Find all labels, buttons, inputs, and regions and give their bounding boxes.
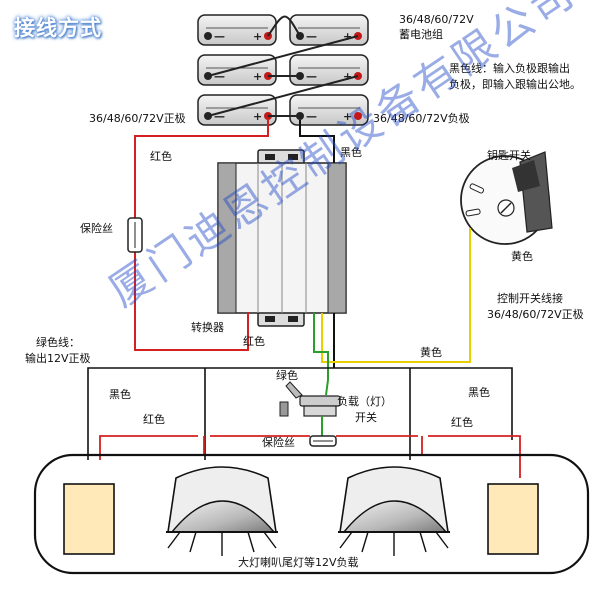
battery-cell	[289, 14, 369, 46]
black-wire	[299, 120, 335, 368]
red-wire-label-left: 红色	[143, 413, 165, 426]
left-headlight	[166, 466, 278, 556]
battery-cell	[197, 54, 277, 86]
yellow-wire	[321, 228, 471, 363]
svg-text:+: +	[253, 30, 262, 43]
page-title: 接线方式	[14, 16, 102, 40]
fuse-left-label: 保险丝	[80, 222, 113, 235]
svg-text:—: —	[306, 110, 317, 123]
yellow-wire-label-key: 黄色	[511, 250, 533, 263]
battery-series-links	[207, 15, 359, 117]
black-wire-label: 黑色	[340, 146, 362, 159]
svg-text:—: —	[306, 30, 317, 43]
black-distribution	[87, 367, 513, 460]
green-wire	[313, 313, 329, 396]
svg-text:+: +	[253, 70, 262, 83]
black-wire-note-line1: 黑色线：输入负极跟输出	[449, 62, 570, 75]
load-switch	[279, 381, 341, 417]
battery-cell	[289, 94, 369, 126]
converter	[217, 149, 347, 327]
vehicle-outline	[33, 453, 590, 575]
red-wire-label: 红色	[150, 150, 172, 163]
fuse-center	[309, 435, 337, 447]
svg-text:—: —	[214, 110, 225, 123]
load-switch-label-line1: 负载（灯）	[337, 395, 392, 408]
load-switch-label-line2: 开关	[355, 411, 377, 424]
key-switch-label: 钥匙开关	[487, 149, 531, 162]
right-lamp	[487, 483, 539, 555]
control-note-line2: 36/48/60/72V正极	[487, 308, 584, 321]
svg-text:+: +	[253, 110, 262, 123]
red-wire-label-right: 红色	[451, 416, 473, 429]
battery-cell	[197, 14, 277, 46]
right-headlight	[338, 466, 450, 556]
black-wire-label-left: 黑色	[109, 388, 131, 401]
svg-text:—: —	[214, 70, 225, 83]
green-wire-note-line2: 输出12V正极	[25, 352, 91, 365]
yellow-wire-label-lower: 黄色	[420, 346, 442, 359]
black-wire-note-line2: 负极，即输入跟输出公地。	[449, 78, 581, 91]
svg-text:—: —	[214, 30, 225, 43]
green-wire-note-line1: 绿色线：	[36, 336, 80, 349]
fuse-left	[127, 217, 143, 253]
svg-text:—: —	[306, 70, 317, 83]
positive-terminal-label: 36/48/60/72V正极	[89, 112, 186, 125]
battery-cell	[289, 54, 369, 86]
control-note-line1: 控制开关线接	[497, 292, 563, 305]
svg-text:+: +	[343, 110, 352, 123]
black-wire-label-right: 黑色	[468, 386, 490, 399]
red-distribution	[99, 435, 521, 478]
load-label: 大灯喇叭尾灯等12V负载	[238, 556, 359, 569]
negative-terminal-label: 36/48/60/72V负极	[373, 112, 470, 125]
battery-cell	[197, 94, 277, 126]
svg-text:+: +	[343, 30, 352, 43]
battery-name-label: 蓄电池组	[399, 28, 443, 41]
converter-label: 转换器	[191, 321, 224, 334]
battery-voltage-label: 36/48/60/72V	[399, 13, 474, 26]
red-wire-label-converter: 红色	[243, 335, 265, 348]
green-wire-label: 绿色	[276, 369, 298, 382]
svg-text:+: +	[343, 70, 352, 83]
fuse-center-label: 保险丝	[262, 436, 295, 449]
key-switch	[460, 151, 553, 245]
left-lamp	[63, 483, 115, 555]
